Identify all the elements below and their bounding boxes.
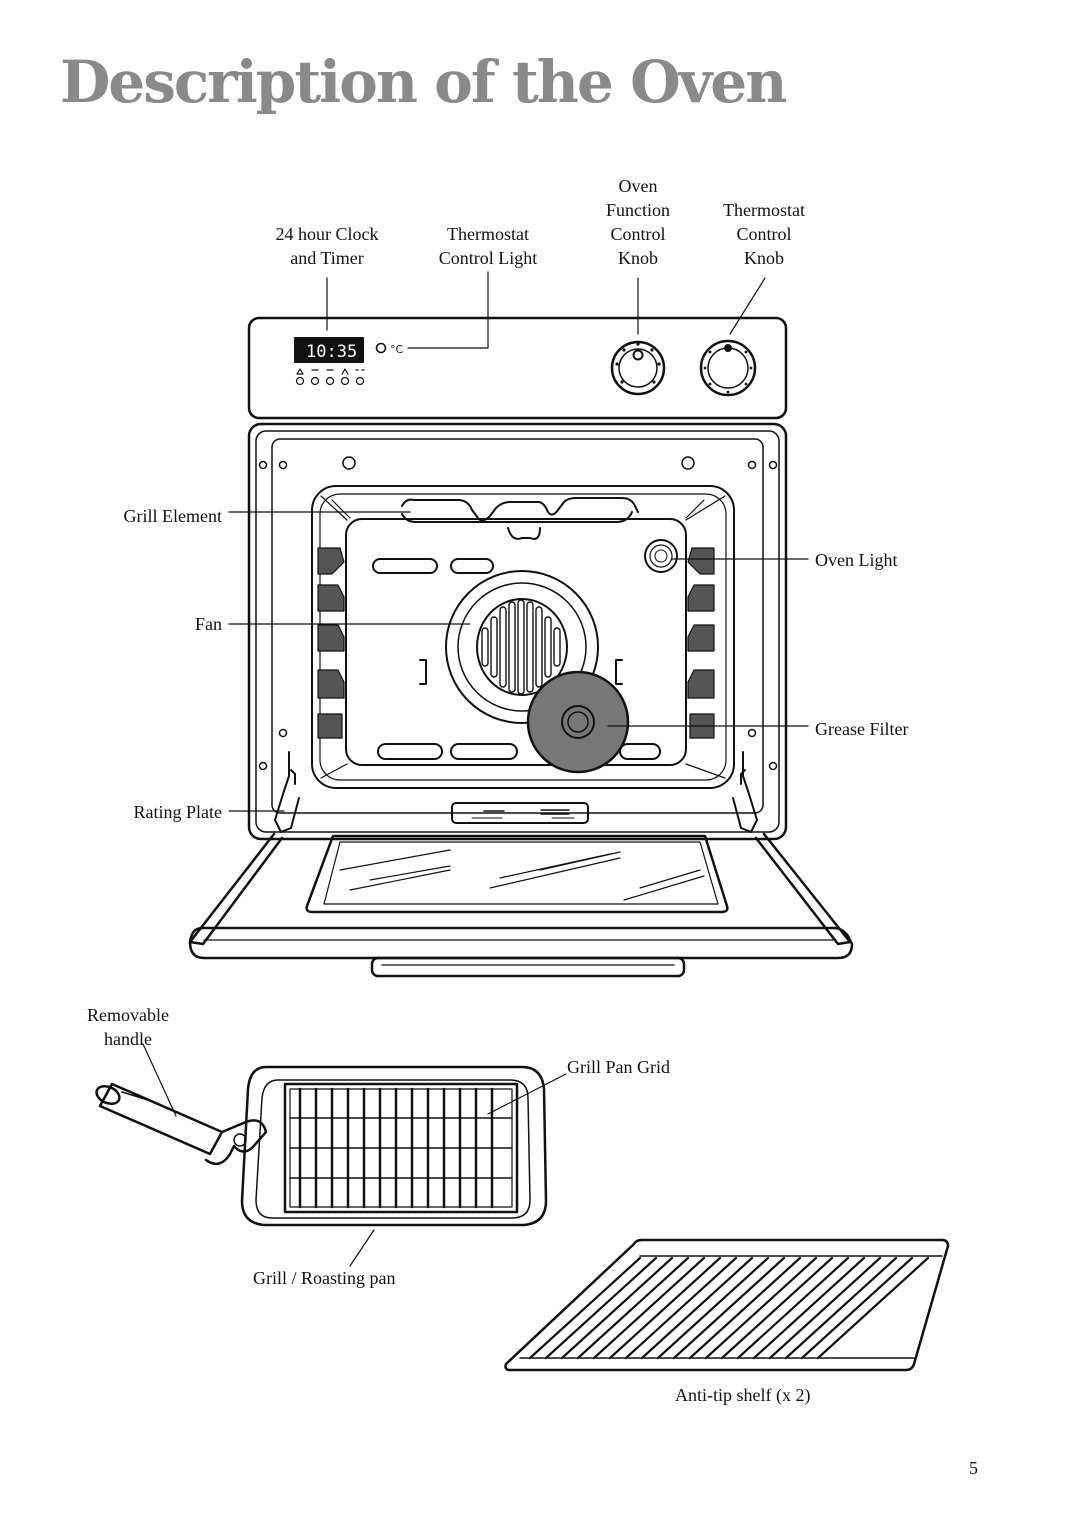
leader-lines bbox=[142, 271, 809, 1267]
grill-pan bbox=[240, 1065, 548, 1227]
door-hinges bbox=[274, 751, 758, 833]
oven-body bbox=[247, 422, 788, 841]
label-grill-element: Grill Element bbox=[123, 506, 222, 526]
degree-unit: °C bbox=[390, 343, 404, 356]
anti-tip-shelf bbox=[504, 1238, 950, 1372]
shelf-supports bbox=[317, 547, 715, 739]
clock-display bbox=[294, 337, 364, 363]
fan bbox=[419, 570, 623, 724]
label-removable-handle: Removable handle bbox=[87, 1005, 169, 1049]
control-panel: 10:35 °C bbox=[247, 316, 788, 420]
label-grill-roasting-pan: Grill / Roasting pan bbox=[253, 1268, 396, 1288]
grease-filter bbox=[526, 670, 630, 774]
label-clock-timer: 24 hour Clock and Timer bbox=[275, 224, 379, 268]
oven-door bbox=[188, 832, 854, 978]
label-grease-filter: Grease Filter bbox=[815, 719, 909, 739]
label-oven-function-control-knob: Oven Function Control Knob bbox=[605, 176, 670, 268]
label-grill-pan-grid: Grill Pan Grid bbox=[567, 1057, 670, 1077]
thermostat-light-indicator bbox=[375, 342, 387, 354]
oven-function-knob bbox=[610, 340, 666, 396]
vents bbox=[372, 558, 661, 760]
label-thermostat-control-knob: Thermostat Control Knob bbox=[723, 200, 805, 268]
label-thermostat-control-light: Thermostat Control Light bbox=[438, 224, 538, 268]
rating-plate bbox=[451, 802, 589, 824]
page-number: 5 bbox=[969, 1458, 978, 1478]
label-oven-light: Oven Light bbox=[815, 550, 898, 570]
clock-time: 10:35 bbox=[306, 342, 357, 362]
grill-element bbox=[401, 497, 639, 540]
removable-handle bbox=[95, 1082, 268, 1166]
thermostat-knob bbox=[699, 339, 757, 397]
label-anti-tip-shelf: Anti-tip shelf (x 2) bbox=[675, 1385, 811, 1405]
label-rating-plate: Rating Plate bbox=[133, 802, 223, 822]
label-fan: Fan bbox=[195, 614, 222, 634]
page-title: Description of the Oven bbox=[60, 48, 787, 116]
clock-buttons bbox=[295, 368, 365, 386]
oven-light bbox=[644, 539, 678, 573]
